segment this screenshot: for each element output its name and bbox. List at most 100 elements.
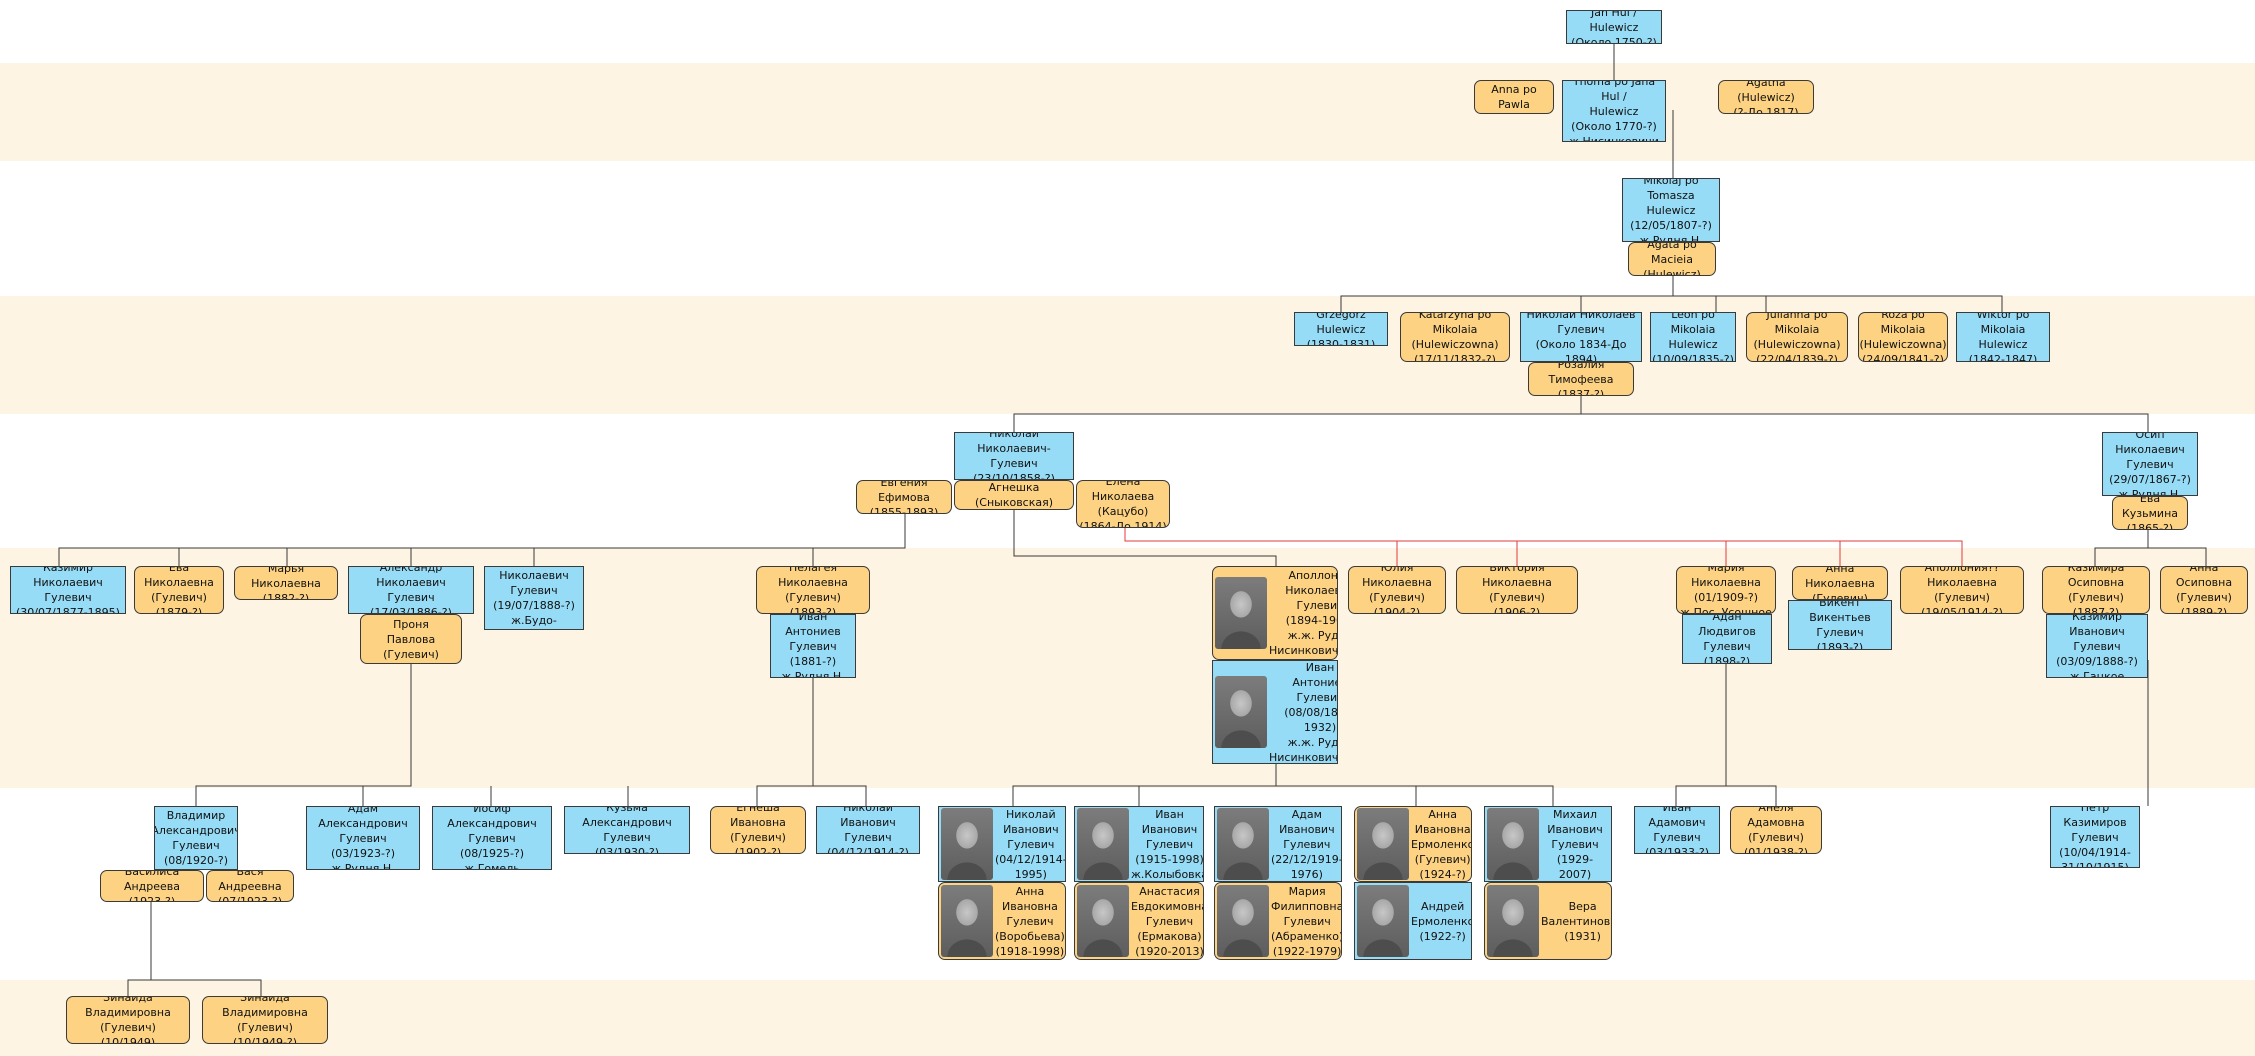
person-label: Казимир Николаевич Гулевич (30/07/1877-1…: [16, 566, 120, 614]
person-node[interactable]: Иван Адамович Гулевич (03/1933-?): [1634, 806, 1720, 854]
person-node[interactable]: Иван Антониев Гулевич (08/08/1880- 1932)…: [1212, 660, 1338, 764]
person-label: Юлия Николаевна (Гулевич) (1904-?): [1362, 566, 1432, 614]
person-label: Евгения Ефимова (1855-1893): [869, 480, 939, 514]
person-label: Иван Адамович Гулевич (03/1933-?): [1644, 806, 1710, 854]
person-node[interactable]: Николай Иванович Гулевич (04/12/1914- 19…: [938, 806, 1066, 882]
person-node[interactable]: Адам Иванович Гулевич (22/12/1919- 1976): [1214, 806, 1342, 882]
portrait-photo: [1215, 676, 1267, 748]
portrait-photo: [1357, 808, 1409, 880]
person-node[interactable]: Егнеша Ивановна (Гулевич) (1902-?): [710, 806, 806, 854]
generation-band-7: [0, 980, 2255, 1056]
person-node[interactable]: Пелагея Николаевна (Гулевич) (1893-?): [756, 566, 870, 614]
person-node[interactable]: Петр Казимиров Гулевич (10/04/1914- 31/1…: [2050, 806, 2140, 868]
person-node[interactable]: Leon po Mikolaia Hulewicz (10/09/1835-?): [1650, 312, 1736, 362]
portrait-photo: [941, 808, 993, 880]
person-label: Katarzyna po Mikolaia (Hulewiczowna) (17…: [1411, 312, 1499, 362]
person-node[interactable]: Адам Александрович Гулевич (03/1923-?) ж…: [306, 806, 420, 870]
person-node[interactable]: Аполлония Николаевна Гулевич (1894-1961)…: [1212, 566, 1338, 660]
person-node[interactable]: Roza po Mikolaia (Hulewiczowna) (24/09/1…: [1858, 312, 1948, 362]
person-label: Ева Николаевна (Гулевич) (1879-?): [144, 566, 214, 614]
person-node[interactable]: Марья Николаевна (1882-?): [234, 566, 338, 600]
person-label: Agata po Macieia (Hulewicz): [1643, 242, 1701, 276]
portrait-photo: [1077, 808, 1129, 880]
person-label: Roza po Mikolaia (Hulewiczowna) (24/09/1…: [1859, 312, 1947, 362]
person-node[interactable]: Василиса Андреева (1923-?): [100, 870, 204, 902]
person-node[interactable]: Agatha (Hulewicz) (?-До 1817): [1718, 80, 1814, 114]
person-node[interactable]: Jan Hul / Hulewicz (Около 1750-?): [1566, 10, 1662, 44]
person-node[interactable]: Иосиф Александрович Гулевич (08/1925-?) …: [432, 806, 552, 870]
person-node[interactable]: Anna po Pawla: [1474, 80, 1554, 114]
person-label: Михаил Иванович Гулевич (1929-2007): [1547, 807, 1603, 881]
person-node[interactable]: Франциска / Проня Павлова (Гулевич) (188…: [360, 614, 462, 664]
person-node[interactable]: Виктория Николаевна (Гулевич) (1906-?): [1456, 566, 1578, 614]
person-node[interactable]: Wiktor po Mikolaia Hulewicz (1842-1847): [1956, 312, 2050, 362]
person-node[interactable]: Анна Ивановна Гулевич (Воробьева) (1918-…: [938, 882, 1066, 960]
person-node[interactable]: Mikolaj po Tomasza Hulewicz (12/05/1807-…: [1622, 178, 1720, 242]
person-label: Елена Николаева (Кацубо) (1864-До 1914): [1079, 480, 1167, 528]
person-node[interactable]: Михаил Иванович Гулевич (1929-2007): [1484, 806, 1612, 882]
person-node[interactable]: Евгения Ефимова (1855-1893): [856, 480, 952, 514]
person-node[interactable]: Илья Николаевич Гулевич (19/07/1888-?) ж…: [484, 566, 584, 630]
person-label: Илья Николаевич Гулевич (19/07/1888-?) ж…: [493, 569, 575, 627]
person-label: Розалия Тимофеева (1837-?): [1548, 362, 1614, 396]
person-label: Николай Иванович Гулевич (04/12/1914-?): [827, 806, 909, 854]
person-label: Николай Николаевич- Гулевич (23/10/1858-…: [973, 432, 1055, 480]
person-node[interactable]: Николай Николаев Гулевич (Около 1834-До …: [1520, 312, 1642, 362]
person-label: Wiktor po Mikolaia Hulewicz (1842-1847): [1968, 312, 2038, 362]
person-node[interactable]: Юлия Николаевна (Гулевич) (1904-?): [1348, 566, 1446, 614]
person-node[interactable]: Владимир Александрович Гулевич (08/1920-…: [154, 806, 238, 870]
person-node[interactable]: Вера Валентиновна (1931): [1484, 882, 1612, 960]
person-label: Вася Андреевна (07/1923-?): [217, 870, 283, 902]
person-node[interactable]: Викент Викентьев Гулевич (1893-?): [1788, 600, 1892, 650]
person-node[interactable]: Зинаида Владимировна (Гулевич) (10/1949): [66, 996, 190, 1044]
person-node[interactable]: Анастасия Евдокимовна Гулевич (Ермакова)…: [1074, 882, 1204, 960]
person-node[interactable]: Анна Ивановна Ермоленко (Гулевич) (1924-…: [1354, 806, 1472, 882]
person-node[interactable]: Анеля Адамовна (Гулевич) (01/1938-?): [1730, 806, 1822, 854]
person-node[interactable]: Ева Николаевна (Гулевич) (1879-?): [134, 566, 224, 614]
person-label: Василиса Андреева (1923-?): [123, 870, 181, 902]
person-label: Казимир Иванович Гулевич (03/09/1888-?) …: [2056, 614, 2138, 678]
person-label: Иван Антониев Гулевич (08/08/1880- 1932)…: [1269, 660, 1338, 764]
person-node[interactable]: Thoma po Jana Hul / Hulewicz (Около 1770…: [1562, 80, 1666, 142]
person-node[interactable]: Julianna po Mikolaia (Hulewiczowna) (22/…: [1746, 312, 1848, 362]
person-node[interactable]: Katarzyna po Mikolaia (Hulewiczowna) (17…: [1400, 312, 1510, 362]
person-node[interactable]: Grzegorz Hulewicz (1830-1831): [1294, 312, 1388, 346]
person-node[interactable]: Зинаида Владимировна (Гулевич) (10/1949-…: [202, 996, 328, 1044]
person-label: Зинаида Владимировна (Гулевич) (10/1949): [85, 996, 171, 1044]
person-node[interactable]: Казимир Иванович Гулевич (03/09/1888-?) …: [2046, 614, 2148, 678]
person-label: Thoma po Jana Hul / Hulewicz (Около 1770…: [1569, 80, 1659, 142]
person-label: Петр Казимиров Гулевич (10/04/1914- 31/1…: [2059, 806, 2131, 868]
person-label: Осип Николаевич Гулевич (29/07/1867-?) ж…: [2109, 432, 2191, 496]
person-node[interactable]: Ева Кузьмина (1865-?): [2112, 496, 2188, 530]
person-node[interactable]: Иван Иванович Гулевич (1915-1998) ж.Колы…: [1074, 806, 1204, 882]
person-label: Викент Викентьев Гулевич (1893-?): [1809, 600, 1871, 650]
portrait-photo: [941, 885, 993, 957]
person-node[interactable]: Андрей Ермоленко (1922-?): [1354, 882, 1472, 960]
person-node[interactable]: Казимир Николаевич Гулевич (30/07/1877-1…: [10, 566, 126, 614]
person-node[interactable]: Елена Николаева (Кацубо) (1864-До 1914): [1076, 480, 1170, 528]
person-node[interactable]: Мария Николаевна (01/1909-?) ж.Пос. Усош…: [1676, 566, 1776, 614]
person-node[interactable]: Николай Николаевич- Гулевич (23/10/1858-…: [954, 432, 1074, 480]
person-node[interactable]: Иван Антониев Гулевич (1881-?) ж.Рудня Н…: [770, 614, 856, 678]
person-node[interactable]: Мария Филипповна Гулевич (Абраменко) (19…: [1214, 882, 1342, 960]
person-node[interactable]: Вася Андреевна (07/1923-?): [206, 870, 294, 902]
person-label: Виктория Николаевна (Гулевич) (1906-?): [1482, 566, 1552, 614]
person-node[interactable]: Кузьма Александрович Гулевич (03/1930-?): [564, 806, 690, 854]
person-label: Анна Осиповна (Гулевич) (1889-?): [2175, 566, 2233, 614]
person-node[interactable]: Розалия Тимофеева (1837-?): [1528, 362, 1634, 396]
person-node[interactable]: Казимира Осиповна (Гулевич) (1887-?): [2042, 566, 2150, 614]
person-node[interactable]: Анна Осиповна (Гулевич) (1889-?): [2160, 566, 2248, 614]
person-node[interactable]: Аполлония?? Николаевна (Гулевич) (19/05/…: [1900, 566, 2024, 614]
person-label: Казимира Осиповна (Гулевич) (1887-?): [2067, 566, 2125, 614]
person-node[interactable]: Адан Людвигов Гулевич (1898-?): [1682, 614, 1772, 664]
person-node[interactable]: Осип Николаевич Гулевич (29/07/1867-?) ж…: [2102, 432, 2198, 496]
person-label: Владимир Александрович Гулевич (08/1920-…: [154, 809, 238, 867]
person-label: Jan Hul / Hulewicz (Около 1750-?): [1571, 10, 1657, 44]
person-label: Егнеша Ивановна (Гулевич) (1902-?): [730, 806, 786, 854]
person-label: Agatha (Hulewicz) (?-До 1817): [1733, 80, 1799, 114]
person-node[interactable]: Александр Николаевич Гулевич (17/03/1886…: [348, 566, 474, 614]
person-node[interactable]: Анна Николаевна (Гулевич): [1792, 566, 1888, 600]
person-node[interactable]: Николай Иванович Гулевич (04/12/1914-?): [816, 806, 920, 854]
person-node[interactable]: Agata po Macieia (Hulewicz): [1628, 242, 1716, 276]
person-node[interactable]: Агнешка (Сныковская): [954, 480, 1074, 510]
